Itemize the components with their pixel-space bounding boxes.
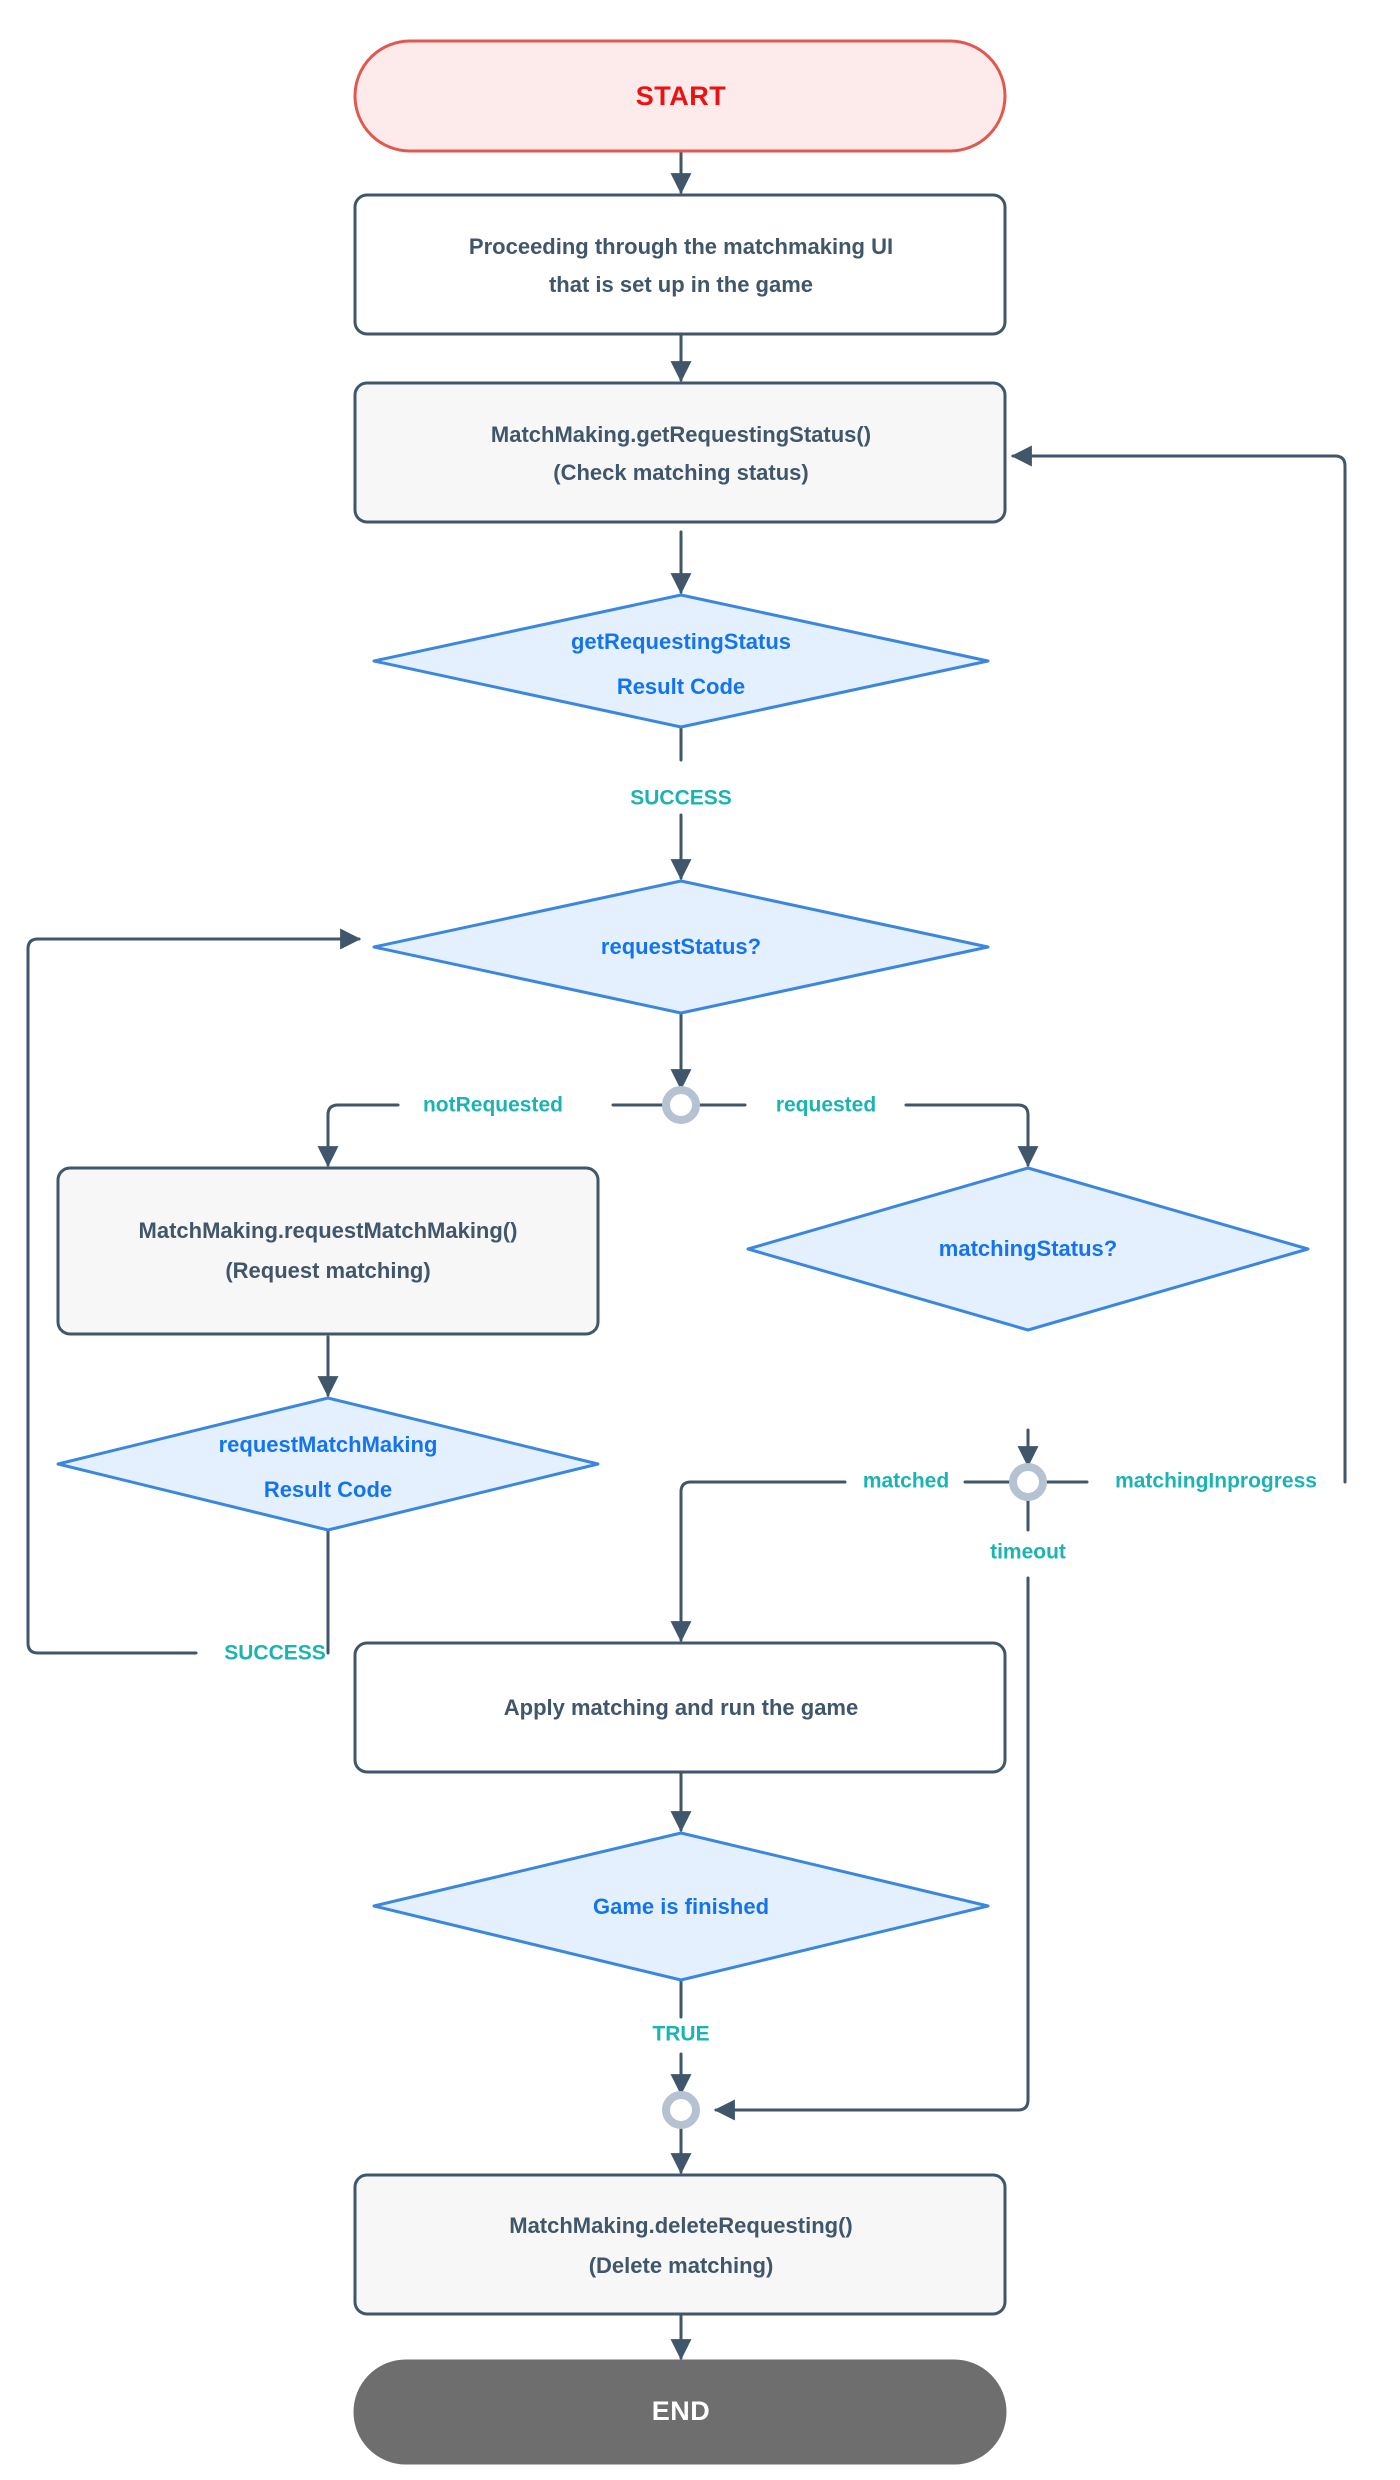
node-apply-matching[interactable]: Apply matching and run the game [353,1641,1007,1774]
junction-matching-status-ring [1009,1463,1047,1501]
edge-label-matched: matched [863,1470,949,1493]
game-is-finished-shape [372,1831,990,1982]
edge-requestresult-success-loop [26,928,362,1655]
edge-label-requested: requested [776,1094,876,1117]
edge-label-success-get-status: SUCCESS [630,787,732,810]
node-get-requesting-status-result[interactable]: getRequestingStatus Result Code [372,593,990,729]
junction-merge [662,2091,700,2129]
delete-requesting-shape [353,2173,1007,2316]
apply-matching-shape [353,1641,1007,1774]
get-requesting-status-line1: MatchMaking.getRequestingStatus() [491,422,871,447]
get-requesting-status-result-shape [372,593,990,729]
matching-status-shape [746,1166,1310,1332]
junction-request-status [662,1086,700,1124]
request-match-making-result-shape [56,1396,600,1532]
node-matching-status[interactable]: matchingStatus? [746,1166,1310,1332]
game-is-finished-label: Game is finished [593,1894,769,1919]
edge-label-true-finished: TRUE [652,2023,709,2046]
ui-step-line1: Proceeding through the matchmaking UI [469,234,893,259]
delete-requesting-line2: (Delete matching) [589,2253,774,2278]
node-request-match-making-result[interactable]: requestMatchMaking Result Code [56,1396,600,1532]
node-request-match-making[interactable]: MatchMaking.requestMatchMaking() (Reques… [56,1166,600,1336]
edge-label-matching-in-progress: matchingInprogress [1115,1470,1317,1493]
edge-label-success-request-match: SUCCESS [224,1642,326,1665]
start-label: START [636,81,727,111]
edge-label-timeout: timeout [990,1541,1066,1564]
request-match-making-result-line2: Result Code [264,1477,392,1502]
edge-label-not-requested: notRequested [423,1094,563,1117]
node-request-status[interactable]: requestStatus? [372,879,990,1015]
request-match-making-shape [56,1166,600,1336]
edge-notrequested-to-request [317,1103,400,1168]
ui-step-line2: that is set up in the game [549,272,813,297]
edge-timeout-to-merge [713,1576,1030,2121]
get-requesting-status-result-line2: Result Code [617,674,745,699]
end-shape [353,2359,1007,2465]
matching-status-label: matchingStatus? [939,1236,1117,1261]
node-ui-step[interactable]: Proceeding through the matchmaking UI th… [353,193,1007,336]
request-match-making-line2: (Request matching) [225,1258,430,1283]
delete-requesting-line1: MatchMaking.deleteRequesting() [509,2213,852,2238]
node-get-requesting-status[interactable]: MatchMaking.getRequestingStatus() (Check… [353,381,1007,524]
request-match-making-result-line1: requestMatchMaking [219,1432,438,1457]
apply-matching-label: Apply matching and run the game [504,1695,858,1720]
junction-matching-status [1009,1463,1047,1501]
edge-matched-to-apply [670,1480,847,1643]
end-label: END [652,2396,711,2426]
node-delete-requesting[interactable]: MatchMaking.deleteRequesting() (Delete m… [353,2173,1007,2316]
node-end[interactable]: END [353,2359,1007,2465]
request-status-shape [372,879,990,1015]
junction-merge-ring [662,2091,700,2129]
junction-request-status-ring [662,1086,700,1124]
get-requesting-status-result-line1: getRequestingStatus [571,629,791,654]
ui-step-shape [353,193,1007,336]
request-match-making-line1: MatchMaking.requestMatchMaking() [139,1218,518,1243]
get-requesting-status-shape [353,381,1007,524]
edge-inprogress-loop [1010,445,1347,1484]
node-game-is-finished[interactable]: Game is finished [372,1831,990,1982]
get-requesting-status-line2: (Check matching status) [553,460,809,485]
edges-layer [26,150,1347,2361]
start-shape [353,39,1007,153]
node-start[interactable]: START [353,39,1007,153]
edge-requested-to-matchingstatus [904,1103,1039,1168]
request-status-label: requestStatus? [601,934,761,959]
